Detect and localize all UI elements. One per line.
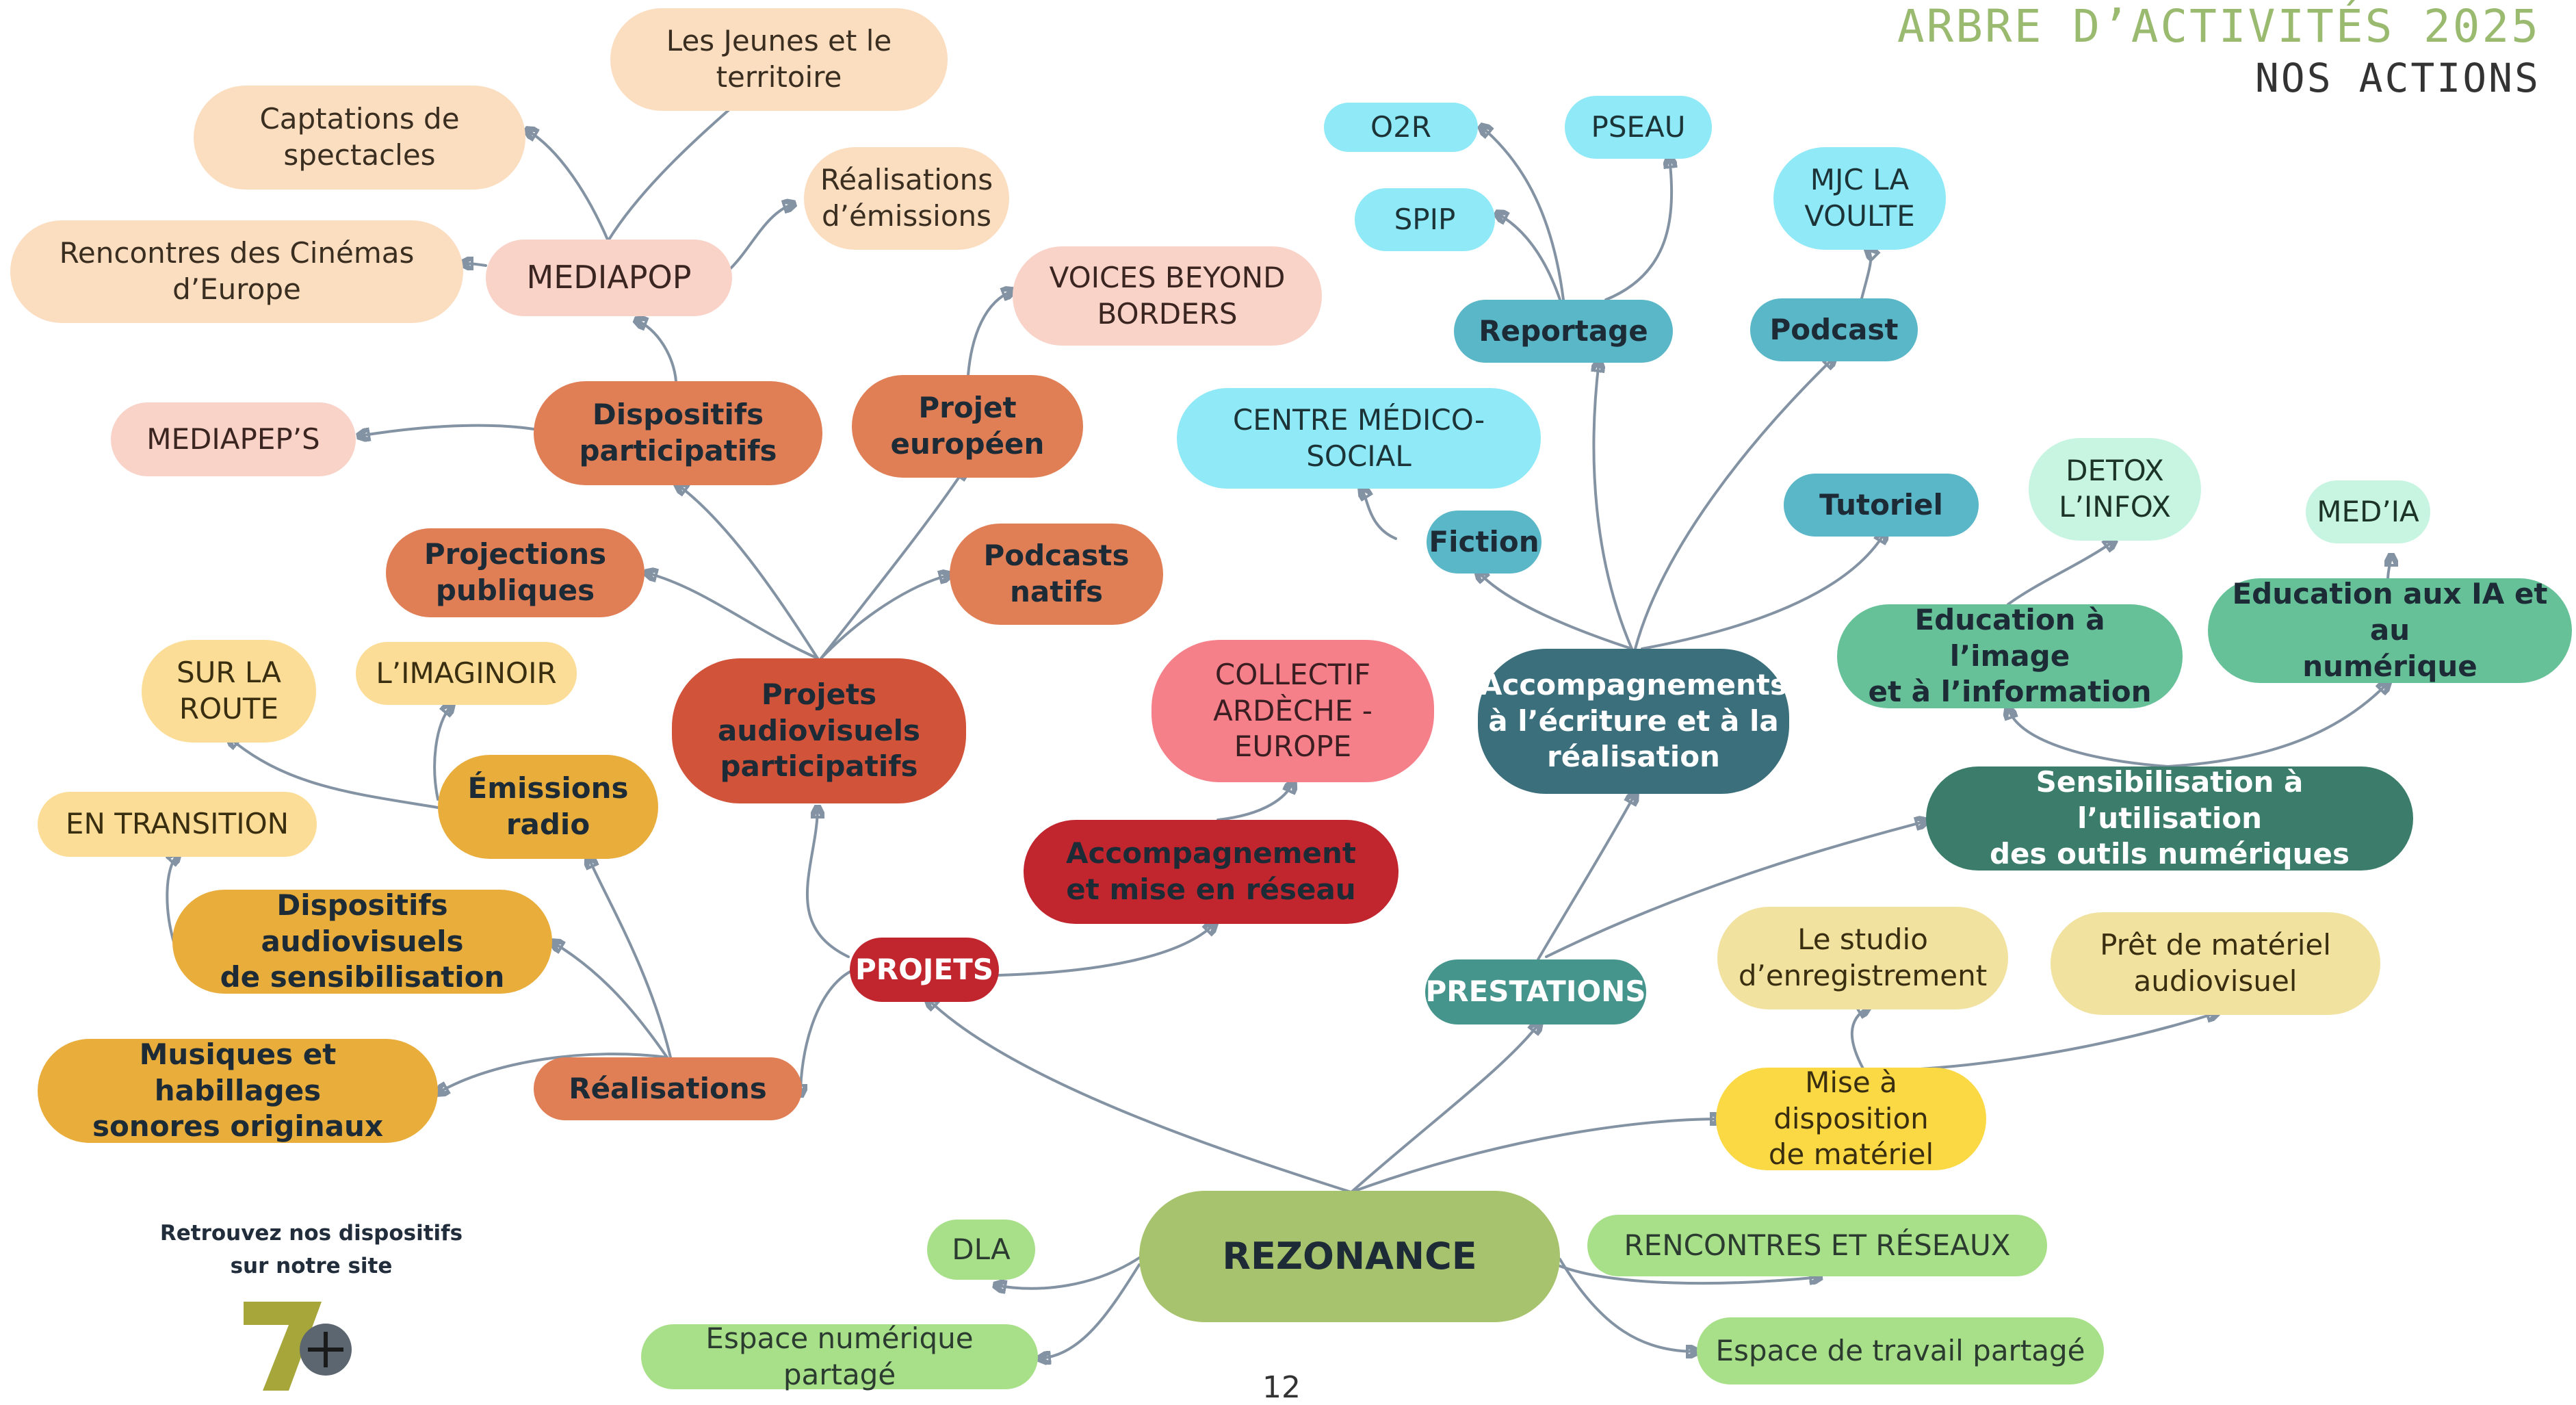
node-espace-numerique[interactable]: Espace numérique partagé bbox=[641, 1322, 1038, 1391]
node-podcast[interactable]: Podcast bbox=[1750, 298, 1918, 361]
page-number: 12 bbox=[1262, 1370, 1301, 1405]
site-note: Retrouvez nos dispositifs sur notre site bbox=[159, 1221, 463, 1279]
node-media[interactable]: MED’IA bbox=[2306, 480, 2430, 543]
page-title: ARBRE D’ACTIVITÉS 2025 bbox=[1897, 0, 2540, 53]
node-centre-medico[interactable]: CENTRE MÉDICO-SOCIAL bbox=[1177, 388, 1541, 489]
node-reportage[interactable]: Reportage bbox=[1454, 300, 1673, 363]
page-subtitle: NOS ACTIONS bbox=[2254, 55, 2540, 101]
node-rezonance[interactable]: REZONANCE bbox=[1139, 1191, 1560, 1322]
node-realisations[interactable]: Réalisations bbox=[534, 1057, 802, 1120]
node-mediapop[interactable]: MEDIAPOP bbox=[486, 240, 732, 316]
node-rencontres-reseaux[interactable]: RENCONTRES ET RÉSEAUX bbox=[1587, 1215, 2047, 1276]
node-prestations[interactable]: PRESTATIONS bbox=[1425, 959, 1646, 1024]
node-pseau[interactable]: PSEAU bbox=[1565, 96, 1712, 159]
node-mediapeps[interactable]: MEDIAPEP’S bbox=[111, 402, 356, 476]
node-projets[interactable]: PROJETS bbox=[850, 938, 999, 1002]
node-spip[interactable]: SPIP bbox=[1355, 188, 1495, 251]
node-fiction[interactable]: Fiction bbox=[1427, 511, 1541, 573]
node-en-transition[interactable]: EN TRANSITION bbox=[38, 792, 317, 857]
node-dla[interactable]: DLA bbox=[927, 1220, 1035, 1280]
node-imaginoir[interactable]: L’IMAGINOIR bbox=[356, 642, 577, 705]
rezonance-logo-icon[interactable] bbox=[238, 1293, 375, 1391]
node-espace-travail[interactable]: Espace de travail partagé bbox=[1697, 1317, 2104, 1384]
node-o2r[interactable]: O2R bbox=[1324, 103, 1478, 152]
node-tutoriel[interactable]: Tutoriel bbox=[1784, 474, 1979, 537]
